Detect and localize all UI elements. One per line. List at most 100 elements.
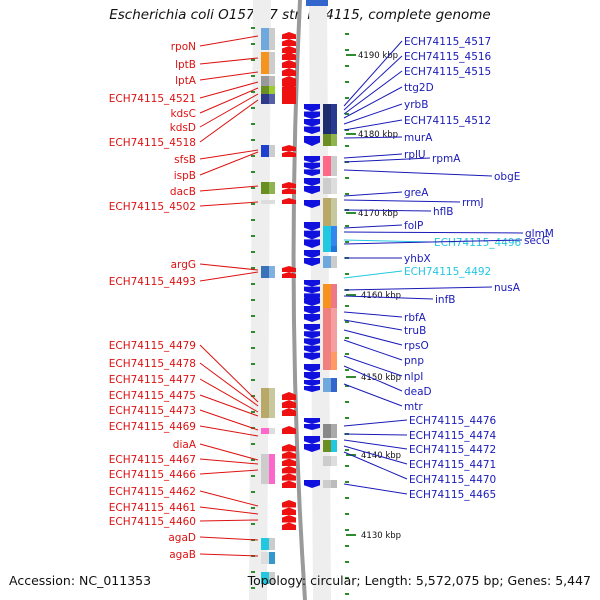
reverse-gene-arrow: [304, 480, 320, 488]
forward-gene-arrow: [282, 473, 296, 481]
leader-line-left: [199, 469, 259, 475]
gene-label-left: ECH74115_4479: [109, 340, 196, 352]
gene-label-right: yhbX: [404, 253, 431, 265]
leader-line-left: [199, 394, 259, 417]
leader-line-right: [343, 55, 403, 111]
reverse-gene-arrow: [304, 104, 320, 112]
cog-box-right: [331, 256, 337, 268]
forward-gene-arrow: [282, 46, 296, 53]
forward-gene-arrow: [282, 39, 296, 46]
reverse-gene-arrow: [304, 162, 320, 170]
forward-gene-arrow: [282, 266, 296, 272]
leader-line-left: [199, 553, 259, 557]
leader-line-right: [343, 295, 434, 300]
leader-line-right: [343, 136, 403, 139]
leader-line-right: [343, 355, 403, 377]
cog-box-left: [269, 552, 275, 564]
gene-label-left: kdsD: [170, 122, 196, 134]
accession-text: Accession: NC_011353: [9, 573, 152, 588]
reverse-gene-arrow: [304, 418, 320, 424]
cog-box-right: [323, 134, 331, 146]
cog-box-left: [261, 428, 269, 434]
gene-label-right: obgE: [494, 171, 520, 183]
leader-line-left: [199, 201, 259, 207]
cog-box-right: [323, 178, 331, 194]
reverse-gene-arrow: [304, 280, 320, 287]
cog-box-left: [269, 388, 275, 418]
cog-box-right: [331, 352, 337, 370]
gene-label-left: ECH74115_4477: [109, 374, 196, 386]
reverse-gene-arrow: [304, 386, 320, 392]
leader-line-left: [199, 57, 259, 65]
gene-label-right: mtr: [404, 401, 423, 413]
leader-line-right: [343, 319, 403, 331]
leader-line-left: [199, 519, 259, 522]
gene-label-right: folP: [404, 220, 423, 232]
leader-line-left: [199, 458, 259, 465]
gene-label-left: ECH74115_4462: [109, 486, 196, 498]
gene-label-right: ECH74115_4471: [409, 459, 496, 471]
forward-gene-arrow: [282, 522, 296, 530]
reverse-gene-arrow: [304, 286, 320, 294]
gene-label-right: ECH74115_4496: [434, 237, 522, 249]
cog-box-left: [269, 28, 275, 50]
leader-line-left: [199, 71, 259, 81]
forward-gene-arrow: [282, 458, 296, 466]
forward-gene-arrow: [282, 145, 296, 151]
cog-box-left: [261, 538, 269, 550]
forward-gene-arrow: [282, 52, 296, 60]
reverse-gene-arrow: [304, 136, 320, 146]
gene-label-right: ttg2D: [404, 82, 434, 94]
reverse-gene-arrow: [304, 156, 320, 163]
gene-label-right: secG: [524, 235, 550, 247]
cog-box-right: [331, 284, 337, 308]
reverse-gene-arrow: [304, 364, 320, 372]
cog-box-right: [331, 156, 337, 176]
forward-gene-arrow: [282, 444, 296, 452]
gene-label-right: ECH74115_4492: [404, 266, 491, 278]
reverse-gene-arrow: [304, 298, 320, 306]
cog-box-left: [261, 76, 269, 90]
gene-label-left: lptA: [175, 75, 197, 87]
leader-line-left: [199, 149, 259, 160]
gene-label-left: ECH74115_4518: [109, 137, 196, 149]
reverse-gene-arrow: [304, 239, 320, 248]
reverse-gene-arrow: [304, 352, 320, 360]
gene-label-right: greA: [404, 187, 429, 199]
kbp-label: 4180 kbp: [358, 130, 398, 140]
cog-box-right: [323, 308, 331, 352]
gene-label-right: infB: [435, 294, 455, 306]
leader-line-left: [199, 263, 259, 271]
gene-label-left: ECH74115_4460: [109, 516, 196, 528]
gene-label-right: murA: [404, 132, 433, 144]
leader-line-left: [199, 362, 259, 407]
forward-gene-arrow: [282, 151, 296, 157]
gene-label-right: glmM: [525, 228, 554, 240]
reverse-gene-arrow: [304, 126, 320, 134]
leader-line-right: [343, 119, 403, 131]
reverse-gene-arrow: [304, 331, 320, 339]
leader-line-left: [199, 151, 259, 176]
cog-box-right: [323, 246, 331, 252]
kbp-label: 4160 kbp: [361, 291, 401, 301]
leader-line-right: [343, 445, 408, 465]
reverse-gene-arrow: [304, 372, 320, 380]
cog-box-right: [323, 256, 331, 268]
reverse-gene-arrow: [304, 169, 320, 176]
leader-line-left: [199, 378, 259, 413]
gene-label-left: kdsC: [170, 108, 196, 120]
leader-line-right: [343, 483, 408, 495]
leader-line-left: [199, 99, 259, 143]
cog-box-left: [269, 94, 275, 104]
gene-label-left: ECH74115_4461: [109, 502, 196, 514]
reverse-gene-arrow: [304, 345, 320, 353]
gene-label-left: ECH74115_4502: [109, 201, 196, 213]
gene-label-right: rpmA: [432, 153, 461, 165]
gene-label-right: ECH74115_4465: [409, 489, 496, 501]
gene-label-left: agaD: [168, 532, 196, 544]
gene-label-right: ECH74115_4476: [409, 415, 497, 427]
cog-box-left: [261, 145, 269, 157]
kbp-label: 4130 kbp: [361, 531, 401, 541]
